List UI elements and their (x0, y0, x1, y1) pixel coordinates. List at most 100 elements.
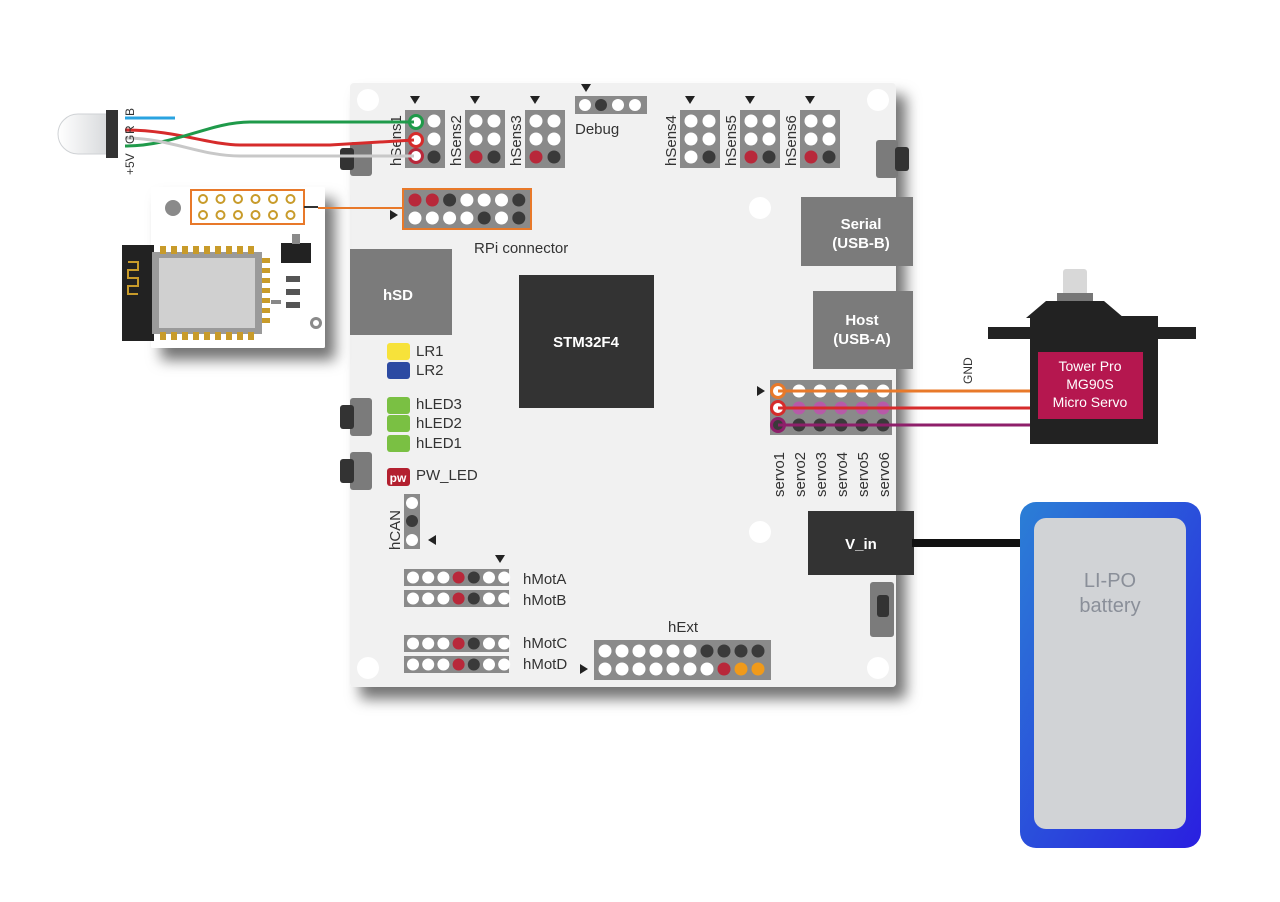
servo-label: servo2 (792, 452, 809, 497)
header-pin (762, 114, 776, 128)
svg-text:hLED3: hLED3 (416, 396, 462, 413)
rpi-pin (425, 193, 439, 207)
rpi-pin (495, 193, 508, 207)
svg-text:Host: Host (845, 312, 878, 329)
sensor-headers (405, 96, 840, 168)
motor-pin (467, 592, 480, 605)
svg-text:G: G (123, 135, 137, 144)
led-hled1 (387, 435, 410, 452)
serial-usb-b: Serial (USB-B) (801, 197, 913, 266)
motor-pin (407, 637, 419, 650)
header-pin (702, 132, 716, 146)
motor-pin (422, 658, 435, 671)
stm32f4-chip: STM32F4 (519, 275, 654, 408)
motor-pin (483, 637, 495, 650)
svg-text:battery: battery (1079, 595, 1140, 617)
motor-pin (498, 637, 511, 650)
motor-pin (498, 571, 511, 584)
esp-pin (250, 210, 261, 220)
svg-text:hSD: hSD (383, 287, 413, 304)
rpi-pin (495, 211, 508, 225)
motor-pin (452, 637, 465, 650)
esp-pin (215, 194, 226, 204)
svg-text:(USB-A): (USB-A) (833, 331, 891, 348)
svg-text:hMotC: hMotC (523, 635, 567, 652)
hsens4-label: hSens4 (663, 115, 680, 166)
svg-text:pw: pw (390, 471, 407, 485)
rpi-label: RPi connector (474, 240, 568, 257)
hext-pin (734, 644, 748, 658)
header-pin (822, 150, 836, 164)
debug-header: Debug (575, 84, 647, 138)
motor-pin (467, 637, 480, 650)
rpi-pin (512, 211, 526, 225)
motor-labels: hMotA hMotB hMotC hMotD (523, 571, 567, 673)
header-pin (702, 114, 716, 128)
hext-pin (683, 644, 697, 658)
hcan-header: hCAN (387, 494, 436, 550)
rpi-pin (443, 193, 457, 207)
pw-badge (387, 468, 410, 486)
esp-pin (198, 210, 208, 220)
motor-pin (407, 571, 419, 584)
servo-label: servo4 (834, 452, 851, 497)
motor-pin (498, 658, 511, 671)
hext-pin (700, 662, 714, 676)
rpi-pin (477, 193, 491, 207)
header-pin (744, 132, 758, 146)
hext-pin (717, 662, 731, 676)
header-pin (822, 114, 836, 128)
header-pin (487, 114, 501, 128)
header-pin (744, 150, 758, 164)
hext-pin (666, 644, 680, 658)
motor-pin (452, 571, 465, 584)
svg-text:STM32F4: STM32F4 (553, 334, 620, 351)
header-pin (487, 132, 501, 146)
hext-pin (632, 644, 646, 658)
sensor-labels: hSens1 hSens2 hSens3 hSens4 hSens5 hSens… (388, 115, 800, 166)
esp-pin (198, 194, 208, 204)
esp-pin (233, 210, 243, 220)
servo-motor: Tower Pro MG90S Micro Servo GND (961, 269, 1196, 444)
header-pin (822, 132, 836, 146)
hext-pin (649, 644, 663, 658)
led-hled3 (387, 397, 410, 414)
rpi-pin (408, 193, 422, 207)
motor-pin (452, 658, 465, 671)
hext-pin (683, 662, 697, 676)
hext-pin (734, 662, 748, 676)
header-pin (469, 114, 483, 128)
svg-text:GND: GND (961, 357, 975, 384)
svg-text:Tower Pro: Tower Pro (1058, 358, 1121, 374)
hext-pin (649, 662, 663, 676)
motor-pin (422, 592, 435, 605)
esp-pin (285, 210, 296, 220)
header-pin (529, 150, 543, 164)
motor-pin (483, 592, 495, 605)
motor-pin (483, 571, 495, 584)
svg-text:+5V: +5V (123, 153, 137, 175)
hsd-slot: hSD (350, 249, 452, 335)
header-pin (427, 150, 441, 164)
header-pin (547, 114, 561, 128)
motor-pin (437, 571, 450, 584)
header-pin (427, 114, 441, 128)
svg-text:hLED1: hLED1 (416, 435, 462, 452)
motor-headers (404, 555, 511, 673)
header-pin (684, 132, 698, 146)
rpi-pin (408, 211, 422, 225)
servo-label: servo6 (876, 452, 893, 497)
hext-pin (615, 662, 629, 676)
rpi-pin (460, 211, 474, 225)
header-pin (684, 114, 698, 128)
hext-pin (751, 662, 765, 676)
svg-text:R: R (123, 125, 137, 134)
servo-label: servo5 (855, 452, 872, 497)
esp-pin (285, 194, 296, 204)
rpi-pin (477, 211, 491, 225)
svg-text:LR2: LR2 (416, 362, 444, 379)
hext-pin (598, 644, 612, 658)
led-lr1 (387, 343, 410, 360)
svg-text:(USB-B): (USB-B) (832, 235, 890, 252)
